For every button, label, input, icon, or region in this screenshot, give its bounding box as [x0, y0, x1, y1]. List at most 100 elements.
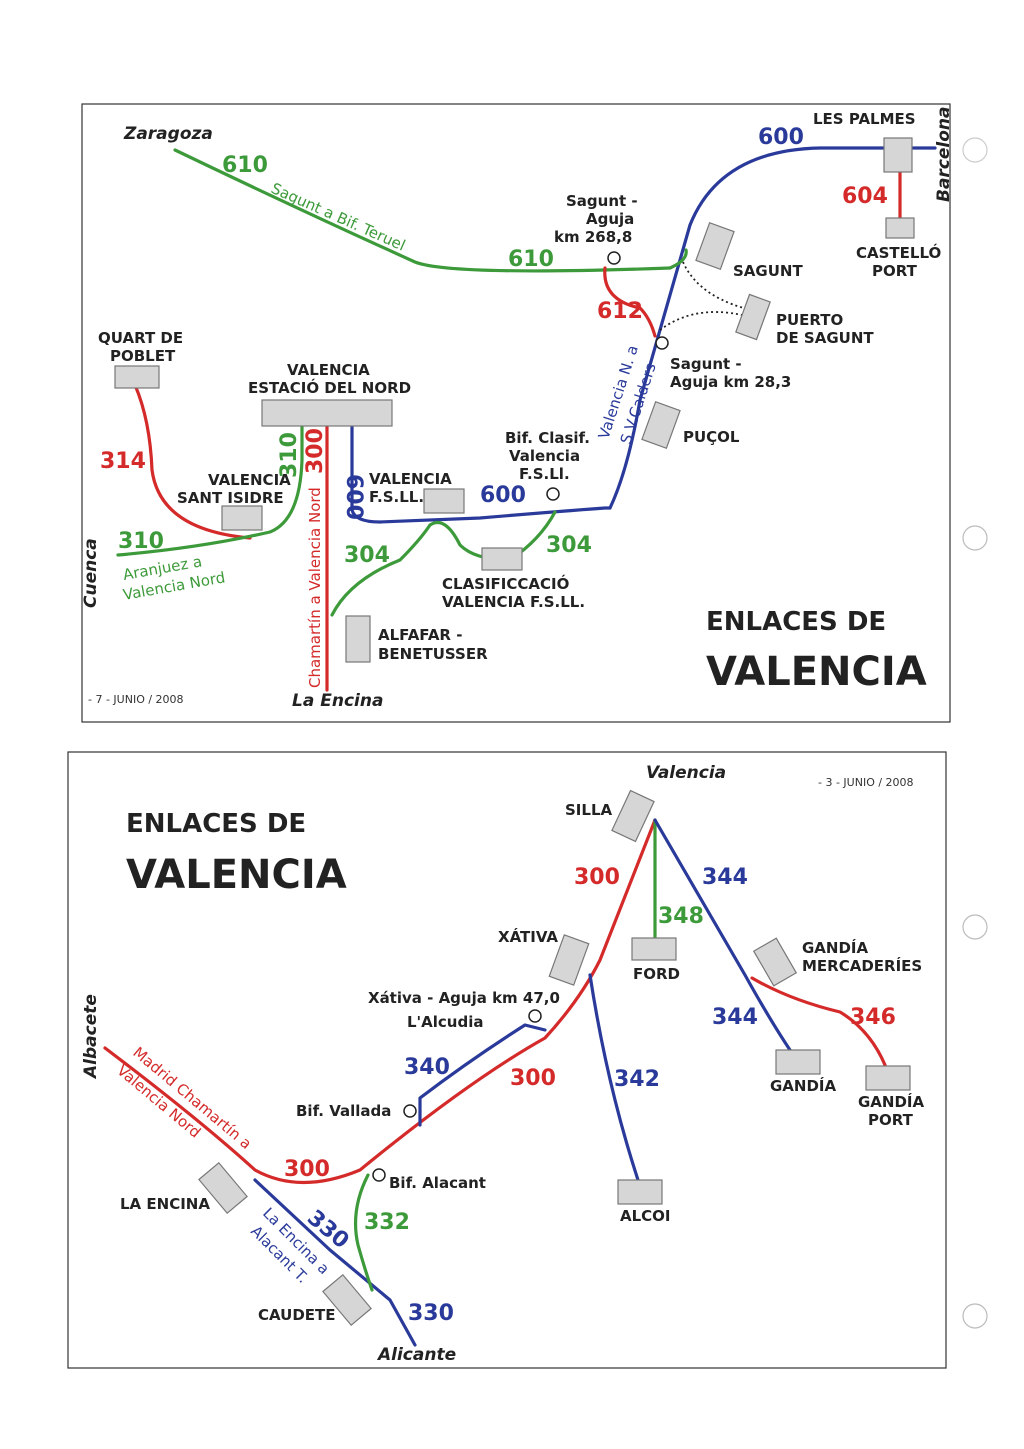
label-fsll-1: VALENCIA [369, 470, 452, 488]
station-puerto-sagunt [735, 293, 771, 341]
map1-footer: - 7 - JUNIO / 2008 [88, 693, 184, 706]
binder-hole-4 [962, 1303, 988, 1329]
line-610-join [668, 248, 688, 270]
line-346 [750, 976, 887, 1067]
num-346: 346 [850, 1005, 896, 1030]
city-cuenca: Cuenca [81, 538, 101, 608]
label-castello-1: CASTELLÓ [856, 243, 941, 262]
label-les-palmes: LES PALMES [813, 110, 916, 128]
line-342 [588, 973, 640, 1182]
num-340: 340 [404, 1055, 450, 1080]
label-fsll-2: F.S.LL. [369, 488, 424, 506]
label-sagunt: SAGUNT [733, 262, 803, 280]
num-300-a: 300 [574, 865, 620, 890]
map-valencia-north: Zaragoza Barcelona Cuenca La Encina LES … [81, 103, 954, 723]
num-600-c: 600 [480, 483, 526, 508]
map2-title-line2: VALENCIA [126, 852, 347, 898]
city-barcelona: Barcelona [934, 106, 954, 202]
label-sant-isidre-2: SANT ISIDRE [177, 489, 284, 507]
station-alfafar [345, 615, 371, 663]
label-gandia-merc-2: MERCADERÍES [802, 956, 922, 975]
num-310-b: 310 [277, 432, 302, 478]
num-348: 348 [658, 904, 704, 929]
line-300-main [103, 818, 657, 1184]
label-silla: SILLA [565, 801, 613, 819]
station-pucol [641, 400, 681, 450]
station-alcoi [617, 1179, 663, 1205]
line-610 [173, 148, 672, 273]
label-xativa-aguja: Xátiva - Aguja km 47,0 [368, 989, 560, 1007]
label-sant-isidre-1: VALENCIA [208, 471, 291, 489]
label-clasificacio-2: VALENCIA F.S.LL. [442, 593, 585, 611]
line-600-coastal [608, 146, 937, 510]
station-sant-isidre [221, 505, 263, 531]
num-300: 300 [303, 428, 328, 474]
label-sagunt-268-3: km 268,8 [554, 228, 632, 246]
line-600-fsll [350, 413, 612, 524]
label-caudete: CAUDETE [258, 1306, 336, 1324]
map-valencia-south: Valencia Albacete Alicante SILLA FORD XÁ… [67, 751, 947, 1369]
num-610-a: 610 [222, 153, 268, 178]
label-pucol: PUÇOL [683, 428, 740, 446]
num-610-b: 610 [508, 247, 554, 272]
station-clasificacio [481, 547, 523, 571]
label-bif-clasif-1: Bif. Clasif. [505, 429, 590, 447]
label-gandia-port-1: GANDÍA [858, 1092, 925, 1111]
label-valencia-nord-1: VALENCIA [287, 361, 370, 379]
station-quart-poblet [114, 365, 160, 389]
station-la-encina [198, 1161, 248, 1215]
num-330-b: 330 [408, 1301, 454, 1326]
station-valencia-nord [261, 399, 393, 427]
map1-title-line1: ENLACES DE [706, 607, 886, 637]
label-sagunt-268-2: Aguja [586, 210, 634, 228]
label-gandia-port-2: PORT [868, 1111, 914, 1129]
city-alicante: Alicante [376, 1345, 456, 1365]
label-xativa: XÁTIVA [498, 927, 558, 946]
junction-sagunt-28-marker [655, 336, 669, 350]
label-ford: FORD [633, 965, 680, 983]
label-sagunt-268-1: Sagunt - [566, 192, 638, 210]
label-castello-2: PORT [872, 262, 918, 280]
station-silla [611, 789, 655, 843]
num-332: 332 [364, 1210, 410, 1235]
label-gandia-merc-1: GANDÍA [802, 938, 869, 957]
label-bif-alacant: Bif. Alacant [389, 1174, 486, 1192]
station-gandia-merc [752, 937, 798, 987]
line-612 [603, 266, 657, 338]
num-304-a: 304 [344, 543, 390, 568]
num-310-a: 310 [118, 529, 164, 554]
num-344-b: 344 [712, 1005, 758, 1030]
station-les-palmes [883, 137, 913, 173]
station-sagunt [695, 221, 735, 271]
station-fsll [423, 488, 465, 514]
label-bif-clasif-2: Valencia [509, 447, 580, 465]
label-alcoi: ALCOI [620, 1207, 671, 1225]
label-lalcudia: L'Alcudia [407, 1013, 483, 1031]
label-valencia-nord-2: ESTACIÓ DEL NORD [248, 378, 411, 397]
num-344-a: 344 [702, 865, 748, 890]
city-zaragoza: Zaragoza [123, 124, 213, 144]
map1-title-line2: VALENCIA [706, 649, 927, 695]
label-puerto-2: DE SAGUNT [776, 329, 874, 347]
num-300-b: 300 [510, 1066, 556, 1091]
label-sagunt-28-2: Aguja km 28,3 [670, 373, 791, 391]
route-chamartin: Chamartín a Valencia Nord [306, 487, 324, 688]
line-314 [133, 383, 252, 540]
city-albacete: Albacete [81, 994, 101, 1080]
junction-bif-vallada-marker [403, 1104, 417, 1118]
label-sagunt-28-1: Sagunt - [670, 355, 742, 373]
label-la-encina: LA ENCINA [120, 1195, 210, 1213]
junction-sagunt-268-marker [607, 251, 621, 265]
map1-frame [81, 103, 951, 723]
binder-hole-3 [962, 914, 988, 940]
num-300-c: 300 [284, 1157, 330, 1182]
station-gandia-port [865, 1065, 911, 1091]
line-340 [418, 1023, 547, 1127]
num-600-a: 600 [758, 125, 804, 150]
num-342: 342 [614, 1067, 660, 1092]
station-xativa [548, 934, 590, 986]
binder-hole-2 [962, 525, 988, 551]
station-ford [631, 937, 677, 961]
map2-footer: - 3 - JUNIO / 2008 [818, 776, 914, 789]
